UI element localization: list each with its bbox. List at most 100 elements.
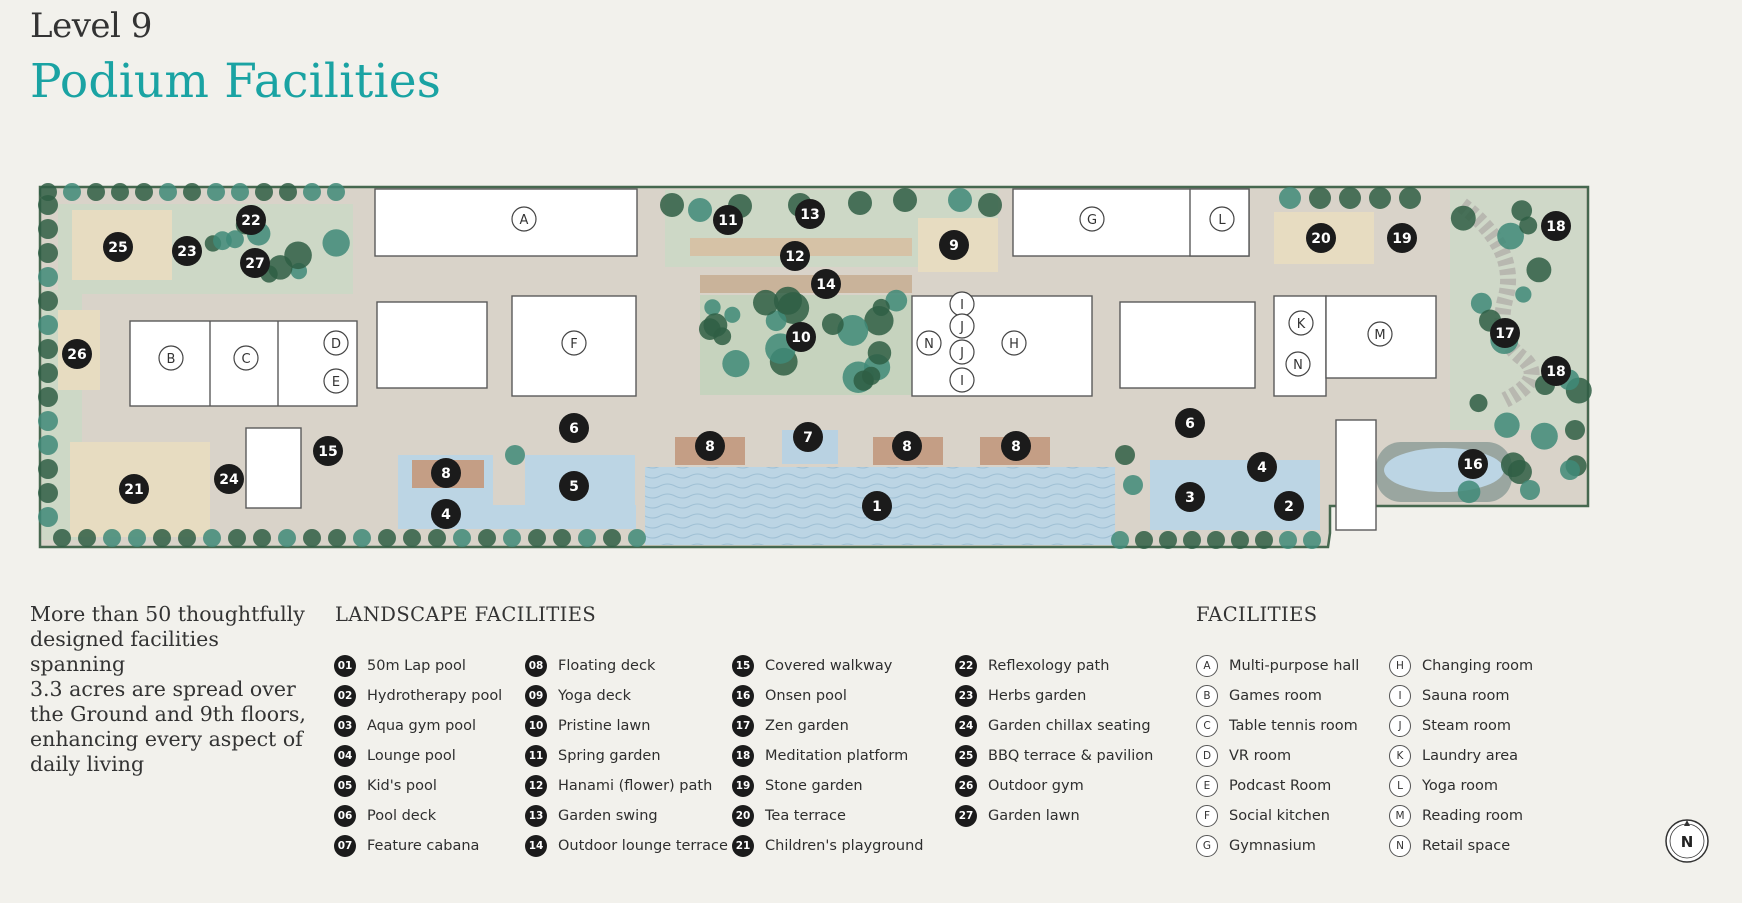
- tree-icon: [63, 183, 81, 201]
- landscape-marker: 10: [786, 322, 816, 352]
- landscape-marker: 2: [1274, 491, 1304, 521]
- facility-legend-label: Table tennis room: [1229, 718, 1358, 734]
- tree-icon: [38, 291, 58, 311]
- tree-icon: [765, 310, 787, 332]
- facility-legend-label: Steam room: [1422, 718, 1511, 734]
- facility-legend-badge: A: [1196, 655, 1218, 677]
- tree-icon: [1159, 531, 1177, 549]
- facility-legend-label: Multi-purpose hall: [1229, 658, 1360, 674]
- tree-icon: [1135, 531, 1153, 549]
- facility-legend-label: Retail space: [1422, 838, 1511, 854]
- landscape-legend-label: Onsen pool: [765, 688, 847, 704]
- landscape-legend-label: Lounge pool: [367, 748, 456, 764]
- facility-marker: C: [233, 345, 259, 371]
- tree-icon: [1303, 531, 1321, 549]
- tree-icon: [278, 529, 296, 547]
- tree-icon: [753, 289, 779, 316]
- tree-icon: [38, 339, 58, 359]
- tree-icon: [153, 529, 171, 547]
- marker-label: 10: [791, 330, 811, 346]
- facility-marker: I: [949, 291, 975, 317]
- landscape-legend-badge: 22: [955, 655, 977, 677]
- landscape-marker: 18: [1541, 211, 1571, 241]
- landscape-legend-label: Garden swing: [558, 808, 658, 824]
- landscape-marker: 8: [431, 458, 461, 488]
- landscape-legend-badge: 07: [334, 835, 356, 857]
- tree-icon: [1519, 216, 1538, 235]
- facility-legend-item: A Multi-purpose hall: [1196, 655, 1359, 677]
- marker-label: 26: [67, 347, 86, 363]
- marker-label: 24: [219, 472, 239, 488]
- facility-marker: E: [323, 368, 349, 394]
- landscape-legend-badge: 24: [955, 715, 977, 737]
- marker-label: 20: [1311, 231, 1331, 247]
- facility-legend-badge: F: [1196, 805, 1218, 827]
- landscape-legend-label: Spring garden: [558, 748, 661, 764]
- facility-legend-badge: B: [1196, 685, 1218, 707]
- landscape-legend-badge: 21: [732, 835, 754, 857]
- marker-label: K: [1297, 317, 1306, 332]
- tree-icon: [628, 529, 646, 547]
- tree-icon: [38, 387, 58, 407]
- tree-icon: [848, 191, 872, 215]
- facility-legend-label: Yoga room: [1422, 778, 1499, 794]
- facility-legend-badge: G: [1196, 835, 1218, 857]
- facility-legend-badge: K: [1389, 745, 1411, 767]
- tree-icon: [303, 183, 321, 201]
- landscape-marker: 5: [559, 471, 589, 501]
- facility-marker: N: [916, 330, 942, 356]
- facility-legend-label: Reading room: [1422, 808, 1523, 824]
- tree-icon: [773, 286, 802, 315]
- landscape-legend-label: Outdoor lounge terrace: [558, 838, 728, 854]
- tree-icon: [553, 529, 571, 547]
- landscape-marker: 7: [793, 422, 823, 452]
- tree-icon: [837, 314, 869, 346]
- facility-legend-label: Changing room: [1422, 658, 1534, 674]
- landscape-legend-label: Hydrotherapy pool: [367, 688, 503, 704]
- tree-icon: [1450, 205, 1476, 231]
- tree-icon: [1207, 531, 1225, 549]
- landscape-legend-label: Zen garden: [765, 718, 849, 734]
- compass-label: N: [1681, 833, 1694, 851]
- tree-icon: [978, 193, 1002, 217]
- tree-icon: [378, 529, 396, 547]
- landscape-marker: 21: [119, 474, 149, 504]
- facility-marker: I: [949, 367, 975, 393]
- landscape-marker: 12: [780, 241, 810, 271]
- landscape-legend-label: Outdoor gym: [988, 778, 1084, 794]
- tree-icon: [603, 529, 621, 547]
- tree-icon: [503, 529, 521, 547]
- tree-icon: [1279, 531, 1297, 549]
- marker-label: 2: [1284, 499, 1294, 515]
- marker-label: E: [332, 375, 340, 390]
- tree-icon: [255, 183, 273, 201]
- tree-icon: [38, 243, 58, 263]
- landscape-legend-label: Herbs garden: [988, 688, 1087, 704]
- landscape-legend-label: Tea terrace: [765, 808, 846, 824]
- tree-icon: [103, 529, 121, 547]
- tree-icon: [528, 529, 546, 547]
- landscape-marker: 1: [862, 491, 892, 521]
- landscape-marker: 22: [236, 205, 266, 235]
- tree-icon: [183, 183, 201, 201]
- landscape-marker: 8: [695, 431, 725, 461]
- building-a: [374, 188, 638, 257]
- tree-icon: [1111, 531, 1129, 549]
- landscape-marker: 9: [939, 230, 969, 260]
- covered-walkway: [700, 275, 912, 293]
- facility-marker: G: [1079, 206, 1105, 232]
